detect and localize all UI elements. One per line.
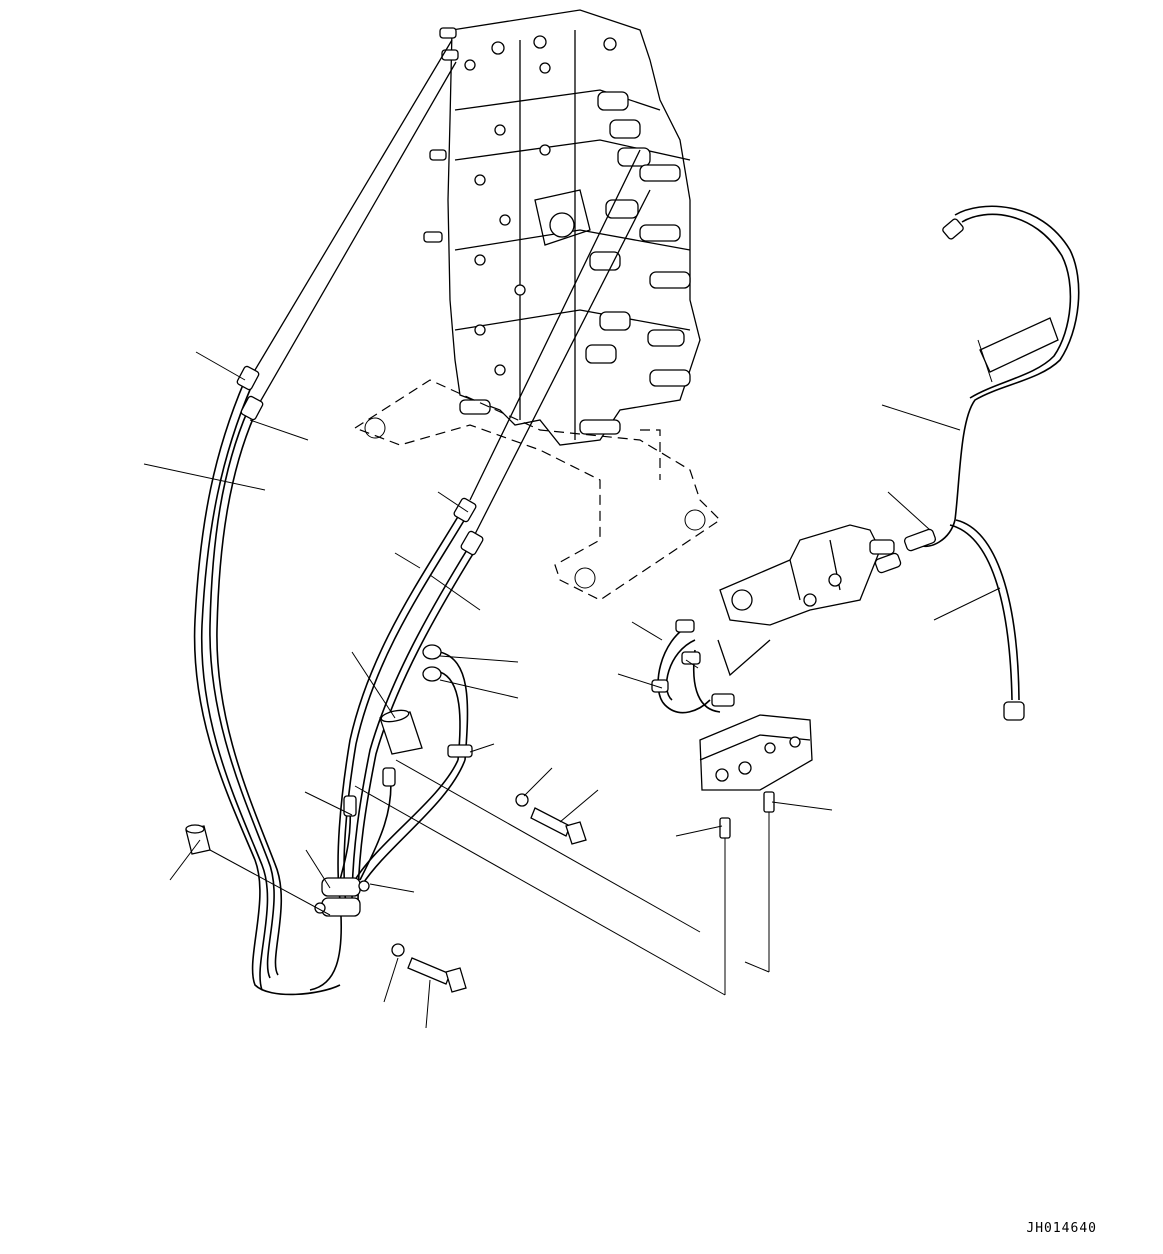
solenoid-block (700, 715, 812, 790)
short-hose-pair (355, 645, 472, 885)
drawing-number: JH014640 (1026, 1221, 1097, 1236)
hose-clamps (315, 878, 369, 916)
secondary-valve (720, 525, 894, 625)
nipple-fittings (720, 792, 774, 995)
bolt-upper (516, 794, 586, 844)
main-control-valve (424, 10, 700, 445)
right-hose-set (652, 620, 770, 713)
valve-mounting-bracket (355, 380, 720, 600)
long-right-hose (874, 206, 1078, 720)
bolt-lower (392, 944, 466, 992)
fitting-pipes (340, 768, 395, 880)
spacer-collars (186, 708, 422, 854)
callout-leaders (144, 340, 1000, 1028)
reference-lines (210, 760, 769, 995)
left-hose-bundle (195, 40, 456, 994)
